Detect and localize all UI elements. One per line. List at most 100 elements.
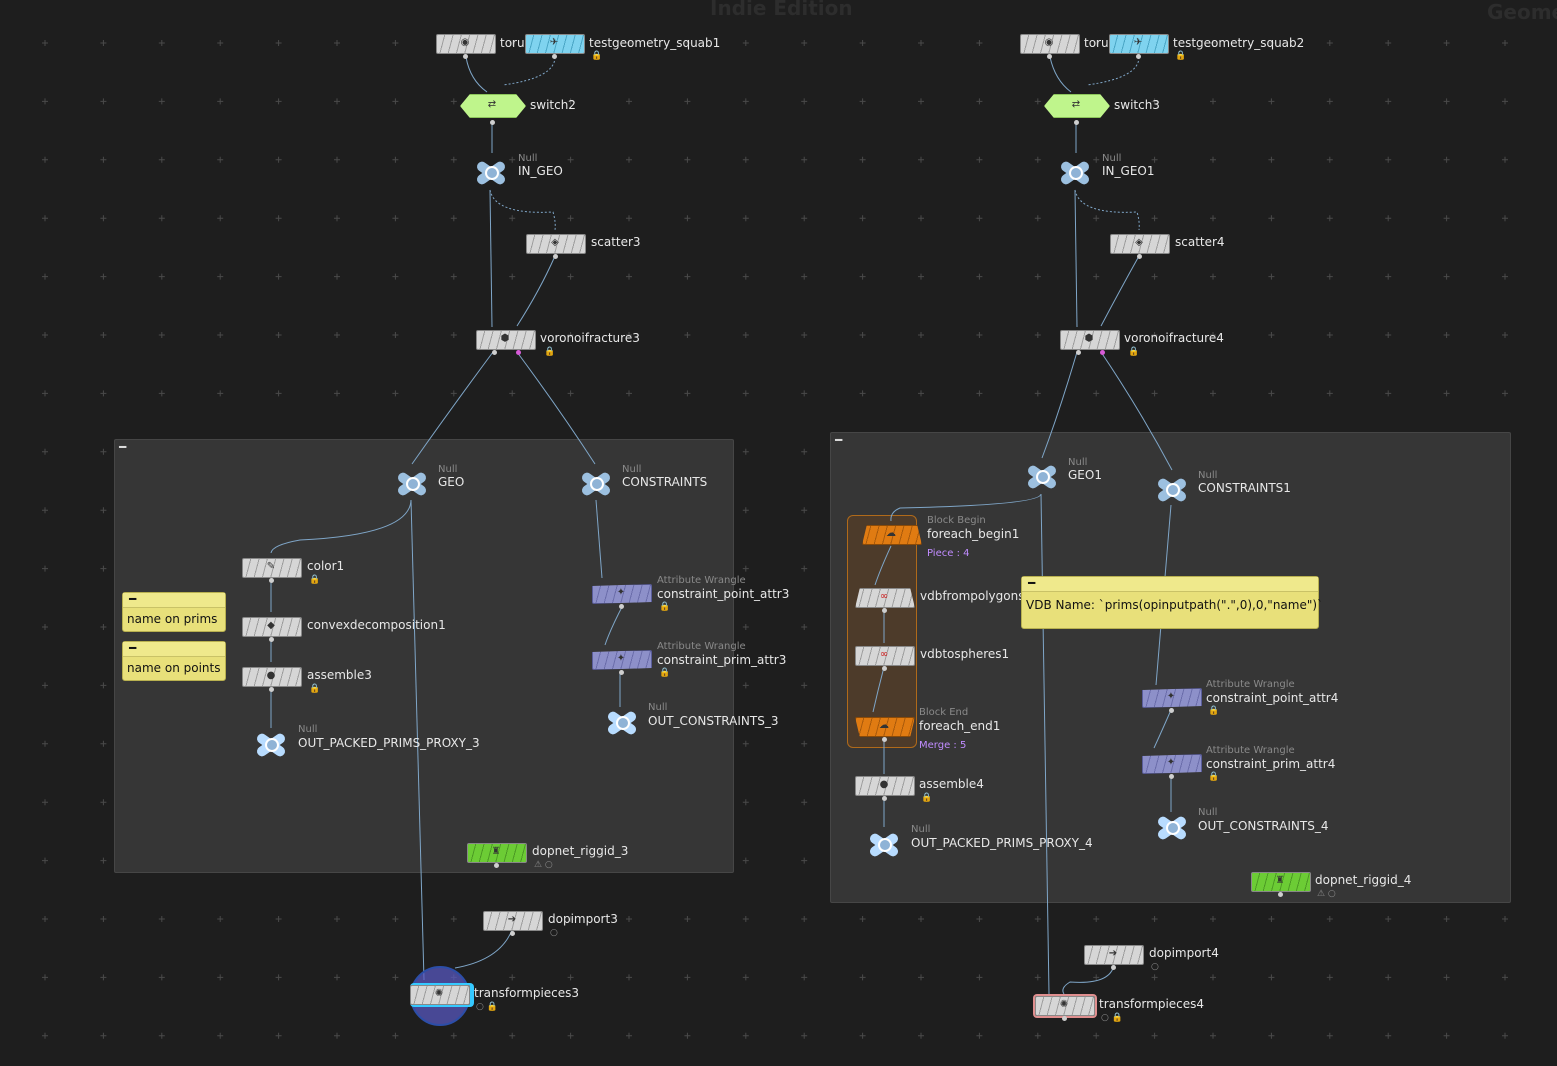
foreach-block-box xyxy=(847,515,917,748)
node-label: dopimport3 xyxy=(548,912,618,926)
sticky-text: name on prims xyxy=(127,612,218,626)
sticky-note-points[interactable]: ━ name on points xyxy=(122,641,226,681)
node-label: OUT_CONSTRAINTS_3 xyxy=(648,714,779,728)
lock-icon: 🔒 xyxy=(1175,51,1187,61)
sticky-collapse-icon[interactable]: ━ xyxy=(129,592,137,606)
node-label: scatter3 xyxy=(591,235,641,249)
flags-icon: ○ xyxy=(550,928,558,938)
node-label: dopnet_riggid_3 xyxy=(532,844,629,858)
node-label: testgeometry_squab2 xyxy=(1173,36,1305,50)
wrangle-icon: ✦ xyxy=(616,587,626,598)
lock-icon: 🔒 xyxy=(1208,772,1220,782)
flags-icon: ○ 🔒 xyxy=(1101,1013,1123,1023)
lock-icon: 🔒 xyxy=(1128,347,1140,357)
node-label: constraint_point_attr4 xyxy=(1206,691,1339,705)
dopimport-icon: ➔ xyxy=(507,914,517,925)
node-type: Block Begin xyxy=(927,515,986,526)
node-label: torus xyxy=(1084,36,1115,50)
node-label: constraint_prim_attr4 xyxy=(1206,757,1336,771)
sticky-note-prims[interactable]: ━ name on prims xyxy=(122,592,226,632)
lock-icon: 🔒 xyxy=(659,668,671,678)
sticky-text: VDB Name: `prims(opinputpath(".",0),0,"n… xyxy=(1026,598,1324,612)
node-label: OUT_PACKED_PRIMS_PROXY_4 xyxy=(911,836,1093,850)
node-type: Null xyxy=(1198,470,1218,481)
node-label: constraint_point_attr3 xyxy=(657,587,790,601)
dopnet-icon: ♜ xyxy=(1275,875,1285,886)
node-label: convexdecomposition1 xyxy=(307,618,446,632)
lock-icon: 🔒 xyxy=(659,602,671,612)
node-type: Attribute Wrangle xyxy=(657,641,746,652)
node-type: Null xyxy=(648,702,668,713)
node-label: dopnet_riggid_4 xyxy=(1315,873,1412,887)
node-label: GEO xyxy=(438,475,465,489)
node-label: voronoifracture3 xyxy=(540,331,640,345)
switch-icon: ⇄ xyxy=(487,99,497,110)
sticky-collapse-icon[interactable]: ━ xyxy=(129,641,137,655)
node-type: Attribute Wrangle xyxy=(1206,745,1295,756)
node-label: vdbtospheres1 xyxy=(920,647,1010,661)
node-label: OUT_CONSTRAINTS_4 xyxy=(1198,819,1329,833)
node-type: Attribute Wrangle xyxy=(657,575,746,586)
node-label: dopimport4 xyxy=(1149,946,1219,960)
wrangle-icon: ✦ xyxy=(616,653,626,664)
node-type: Null xyxy=(1068,457,1088,468)
flags-icon: ○ 🔒 xyxy=(476,1002,498,1012)
node-extra-info: Merge : 5 xyxy=(919,740,967,751)
lock-icon: 🔒 xyxy=(309,684,321,694)
node-label: assemble4 xyxy=(919,777,984,791)
block-end-icon: ☁ xyxy=(879,720,889,731)
flags-icon: ⚠ ○ xyxy=(1317,889,1336,899)
node-label: CONSTRAINTS xyxy=(622,475,708,489)
node-label: assemble3 xyxy=(307,668,372,682)
fracture-icon: ⬢ xyxy=(1084,333,1094,344)
node-label: color1 xyxy=(307,559,345,573)
collapse-icon[interactable]: ━ xyxy=(835,433,843,447)
lock-icon: 🔒 xyxy=(591,51,603,61)
node-label: transformpieces4 xyxy=(1099,997,1205,1011)
torus-icon: ◉ xyxy=(460,37,470,48)
wrangle-icon: ✦ xyxy=(1166,757,1176,768)
collapse-icon[interactable]: ━ xyxy=(119,440,127,454)
node-label: testgeometry_squab1 xyxy=(589,36,721,50)
node-type: Attribute Wrangle xyxy=(1206,679,1295,690)
node-label: transformpieces3 xyxy=(474,986,580,1000)
node-type: Null xyxy=(1198,807,1218,818)
node-type: Block End xyxy=(919,707,969,718)
sticky-note-vdb-name[interactable]: ━ VDB Name: `prims(opinputpath(".",0),0,… xyxy=(1021,576,1324,629)
node-label: switch3 xyxy=(1114,98,1160,112)
sticky-text: name on points xyxy=(127,661,221,675)
node-type: Null xyxy=(911,824,931,835)
node-label: OUT_PACKED_PRIMS_PROXY_3 xyxy=(298,736,480,750)
node-label: GEO1 xyxy=(1068,468,1102,482)
transform-icon: ✺ xyxy=(1059,999,1069,1010)
switch-icon: ⇄ xyxy=(1071,99,1081,110)
squab-icon: ✈ xyxy=(549,37,559,48)
node-type: Null xyxy=(298,724,318,735)
lock-icon: 🔒 xyxy=(921,793,933,803)
wrangle-icon: ✦ xyxy=(1166,691,1176,702)
torus-icon: ◉ xyxy=(1044,37,1054,48)
node-label: IN_GEO xyxy=(518,164,563,178)
vdb-icon: ∞ xyxy=(879,591,889,602)
node-label: torus xyxy=(500,36,531,50)
node-type: Null xyxy=(1102,153,1122,164)
node-label: scatter4 xyxy=(1175,235,1225,249)
lock-icon: 🔒 xyxy=(544,347,556,357)
transform-icon: ✺ xyxy=(434,988,444,999)
fracture-icon: ⬢ xyxy=(500,333,510,344)
node-type: Null xyxy=(438,464,458,475)
node-type: Null xyxy=(518,153,538,164)
lock-icon: 🔒 xyxy=(309,575,321,585)
dopnet-icon: ♜ xyxy=(491,846,501,857)
sticky-collapse-icon[interactable]: ━ xyxy=(1028,576,1036,590)
color-icon: ✎ xyxy=(266,561,276,572)
lock-icon: 🔒 xyxy=(1208,706,1220,716)
node-label: switch2 xyxy=(530,98,576,112)
block-begin-icon: ☁ xyxy=(886,528,896,539)
convex-icon: ◆ xyxy=(267,620,275,631)
flags-icon: ⚠ ○ xyxy=(534,860,553,870)
context-watermark: Geome xyxy=(1487,0,1557,24)
node-label: CONSTRAINTS1 xyxy=(1198,481,1291,495)
node-label: foreach_begin1 xyxy=(927,527,1020,541)
node-label: IN_GEO1 xyxy=(1102,164,1155,178)
